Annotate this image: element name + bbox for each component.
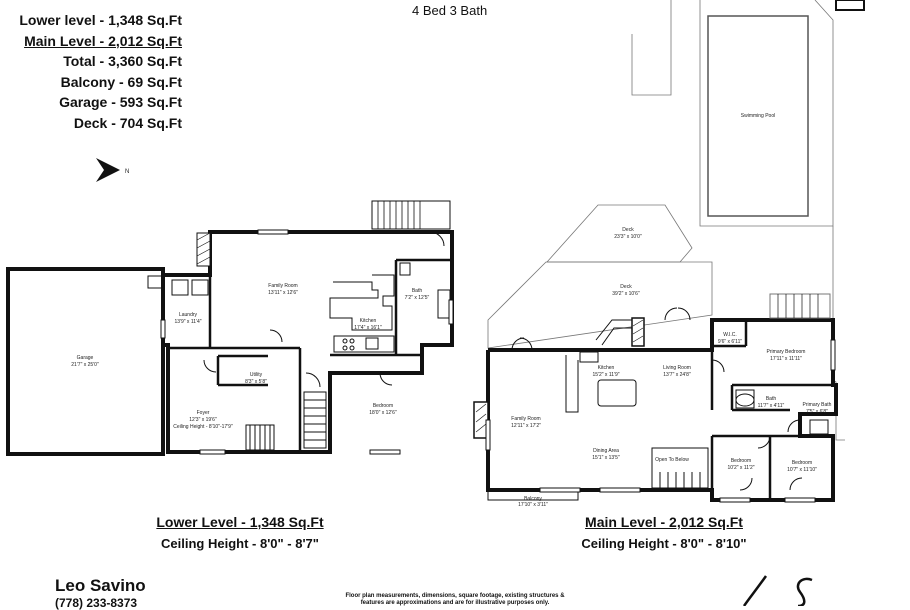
lower-level-plan — [6, 200, 454, 456]
room-label-garage: Garage — [77, 355, 94, 361]
room-dims-family: 13'11" x 12'6" — [268, 290, 298, 296]
room-dims-foyer: 12'3" x 19'6" — [189, 417, 217, 423]
room-label-living: Living Room — [663, 365, 691, 371]
room-label-deck-upper: Deck — [622, 227, 634, 233]
room-label-bath: Bath — [412, 288, 423, 294]
room-dims-utility: 8'3" x 5'8" — [245, 379, 267, 385]
room-dims-garage: 21'7" x 25'0" — [71, 362, 99, 368]
swimming-pool — [707, 15, 809, 217]
agent-info: Leo Savino (778) 233-8373 — [55, 576, 146, 610]
room-label-kitchen: Kitchen — [360, 318, 377, 324]
room-dims-bath: 7'2" x 12'5" — [405, 295, 430, 301]
room-label-utility: Utility — [250, 372, 263, 378]
area-summary: Lower level - 1,348 Sq.Ft Main Level - 2… — [6, 10, 182, 133]
room-label-primary-bath: Primary Bath — [803, 402, 832, 408]
room-label-pool: Swimming Pool — [741, 113, 775, 119]
room-label-family-main: Family Room — [511, 416, 540, 422]
signature-logo — [742, 575, 813, 606]
area-lower: Lower level - 1,348 Sq.Ft — [19, 12, 182, 28]
room-label-family: Family Room — [268, 283, 297, 289]
room-label-kitchen-main: Kitchen — [598, 365, 615, 371]
garage-walls — [6, 267, 165, 456]
area-main: Main Level - 2,012 Sq.Ft — [24, 32, 182, 49]
room-dims-primary-bath: 7'5" x 6'8" — [806, 409, 828, 415]
plan-title: 4 Bed 3 Bath — [412, 3, 488, 18]
compass-label: N — [125, 169, 129, 175]
room-label-bedroom: Bedroom — [373, 403, 393, 409]
room-dims-wic: 9'6" x 6'11" — [718, 339, 742, 345]
room-label-foyer: Foyer — [197, 410, 210, 416]
room-label-laundry: Laundry — [179, 312, 198, 318]
room-dims-deck: 39'2" x 10'6" — [612, 291, 640, 297]
main-level-labels: Swimming Pool Deck 23'3" x 10'0" Deck 39… — [511, 113, 832, 508]
agent-name: Leo Savino — [55, 576, 146, 595]
room-label-bedroom-1: Bedroom — [731, 458, 751, 464]
room-dims-bedroom-1: 10'2" x 11'2" — [727, 465, 754, 471]
area-balcony: Balcony - 69 Sq.Ft — [60, 73, 182, 90]
room-dims-laundry: 13'9" x 11'4" — [174, 319, 201, 325]
area-deck: Deck - 704 Sq.Ft — [73, 114, 182, 131]
room-dims-balcony: 17'10" x 3'11" — [518, 502, 548, 508]
room-dims-bath-main: 11'7" x 4'11" — [758, 403, 785, 409]
room-label-bedroom-2: Bedroom — [792, 460, 812, 466]
room-label-open-below: Open To Below — [655, 457, 689, 463]
main-level-title: Main Level - 2,012 Sq.Ft — [585, 514, 743, 530]
disclaimer: Floor plan measurements, dimensions, squ… — [345, 593, 565, 606]
north-arrow-icon: N — [96, 158, 129, 182]
room-dims-bedroom-2: 10'7" x 11'10" — [787, 467, 817, 473]
room-label-deck: Deck — [620, 284, 632, 290]
room-dims-living: 13'7" x 24'8" — [663, 372, 691, 378]
lower-level-ceiling: Ceiling Height - 8'0" - 8'7" — [161, 536, 319, 551]
agent-phone[interactable]: (778) 233-8373 — [55, 596, 138, 610]
room-dims-primary-bedroom: 17'11" x 11'11" — [770, 356, 802, 362]
room-dims-deck-upper: 23'3" x 10'0" — [614, 234, 642, 240]
room-dims-kitchen: 17'4" x 16'1" — [354, 325, 382, 331]
main-level-caption: Main Level - 2,012 Sq.Ft Ceiling Height … — [564, 514, 764, 551]
main-level-ceiling: Ceiling Height - 8'0" - 8'10" — [581, 536, 747, 551]
room-label-bath-main: Bath — [766, 396, 777, 402]
room-label-wic: W.I.C. — [723, 332, 737, 338]
room-dims-family-main: 12'11" x 17'2" — [511, 423, 541, 429]
room-label-primary-bedroom: Primary Bedroom — [767, 349, 806, 355]
room-label-dining: Dining Area — [593, 448, 619, 454]
room-dims-kitchen-main: 15'2" x 11'9" — [592, 372, 619, 378]
area-total: Total - 3,360 Sq.Ft — [63, 53, 182, 69]
room-label-balcony: Balcony — [524, 496, 542, 502]
lower-level-title: Lower Level - 1,348 Sq.Ft — [156, 514, 324, 530]
room-dims-dining: 15'1" x 13'5" — [592, 455, 620, 461]
room-ceiling-foyer: Ceiling Height - 8'10"-17'9" — [173, 424, 233, 430]
area-garage: Garage - 593 Sq.Ft — [59, 94, 182, 110]
lower-level-caption: Lower Level - 1,348 Sq.Ft Ceiling Height… — [140, 514, 340, 551]
main-level-plan — [473, 0, 865, 503]
lower-level-labels: Garage 21'7" x 25'0" Laundry 13'9" x 11'… — [71, 283, 429, 430]
room-dims-bedroom: 18'0" x 12'6" — [369, 410, 397, 416]
